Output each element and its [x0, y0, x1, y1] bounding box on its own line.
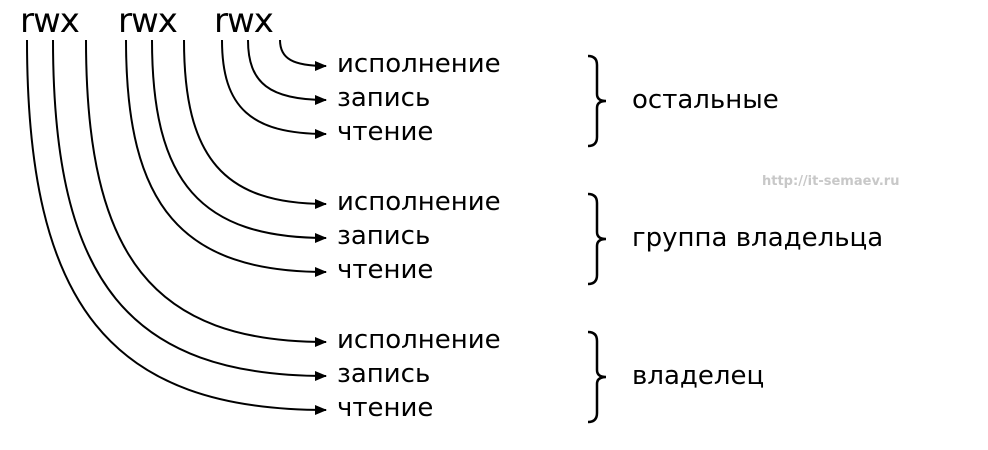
- arrow-owner-write: [52, 39, 327, 381]
- perm-label-other-execute: исполнение: [337, 49, 501, 79]
- arrow-other-execute: [279, 39, 327, 71]
- group-label-group: группа владельца: [632, 223, 884, 253]
- group-label-owner: владелец: [632, 361, 765, 391]
- perm-label-group-read: чтение: [337, 255, 434, 285]
- arrow-group-read: [125, 39, 327, 277]
- perm-label-other-write: запись: [337, 83, 431, 113]
- arrow-group-write: [151, 39, 327, 243]
- perm-label-owner-read: чтение: [337, 393, 434, 423]
- perm-label-owner-write: запись: [337, 359, 431, 389]
- arrow-owner-execute: [85, 39, 327, 347]
- bracket-other: [587, 54, 607, 148]
- perm-label-group-write: запись: [337, 221, 431, 251]
- bracket-group: [587, 192, 607, 286]
- perm-label-owner-execute: исполнение: [337, 325, 501, 355]
- perm-label-other-read: чтение: [337, 117, 434, 147]
- rwx-other: rwx: [20, 1, 80, 41]
- arrow-group: [26, 39, 327, 415]
- watermark-url: http://it-semaev.ru: [762, 174, 900, 189]
- perm-label-group-execute: исполнение: [337, 187, 501, 217]
- rwx-owner: rwx: [214, 1, 274, 41]
- bracket-owner: [587, 330, 607, 424]
- bracket-group: [587, 54, 607, 424]
- arrow-owner-read: [26, 39, 327, 415]
- rwx-group: rwx: [118, 1, 178, 41]
- arrow-group-execute: [183, 39, 327, 209]
- group-label-other: остальные: [632, 85, 779, 115]
- arrow-other-write: [247, 39, 327, 105]
- arrow-other-read: [221, 39, 327, 139]
